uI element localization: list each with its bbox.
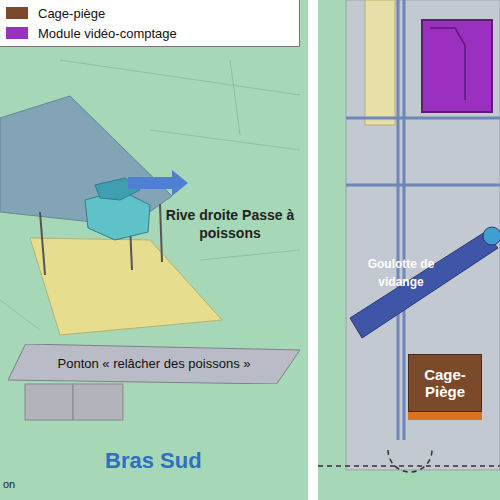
pontoon-platform: Ponton « relâcher des poissons » (8, 344, 300, 384)
building-floor (346, 0, 500, 470)
legend-text: Cage-piège (38, 6, 105, 21)
legend-text: Module vidéo-comptage (38, 26, 177, 41)
legend-row: Module vidéo-comptage (6, 23, 299, 43)
flow-arrow (128, 170, 188, 196)
pipes (346, 0, 500, 440)
right-ground (318, 0, 500, 500)
drain-chute (350, 232, 498, 338)
label-holder: Goulotte de vidange (360, 254, 442, 290)
label-holder: on (3, 474, 43, 492)
beige-strip (365, 0, 395, 125)
video-counting-module (422, 20, 492, 112)
bank-label: Rive droite Passe à poissons (166, 207, 294, 241)
legend-swatch (6, 27, 28, 39)
yellow-platform (30, 238, 222, 335)
label-holder: Rive droite Passe à poissons (160, 206, 300, 242)
chute-inlet (483, 227, 500, 245)
legend-box: Cage-piègeModule vidéo-comptage (0, 0, 300, 47)
trap-cage: Cage-Piège (408, 354, 482, 412)
node-text: Cage-Piège (415, 366, 475, 401)
module-detail (430, 28, 465, 100)
left-ground (0, 0, 308, 500)
river-arm-label: Bras Sud (105, 448, 202, 473)
dashed-outline (318, 450, 500, 472)
node-text: Ponton « relâcher des poissons » (58, 357, 251, 372)
pontoon-blocks (25, 384, 123, 420)
legend-row: Cage-piège (6, 3, 299, 23)
legend-swatch (6, 7, 28, 19)
cut-text: on (3, 478, 15, 490)
cage-gate (408, 412, 482, 420)
chute-label: Goulotte de vidange (368, 257, 435, 289)
label-holder: Bras Sud (105, 448, 255, 474)
